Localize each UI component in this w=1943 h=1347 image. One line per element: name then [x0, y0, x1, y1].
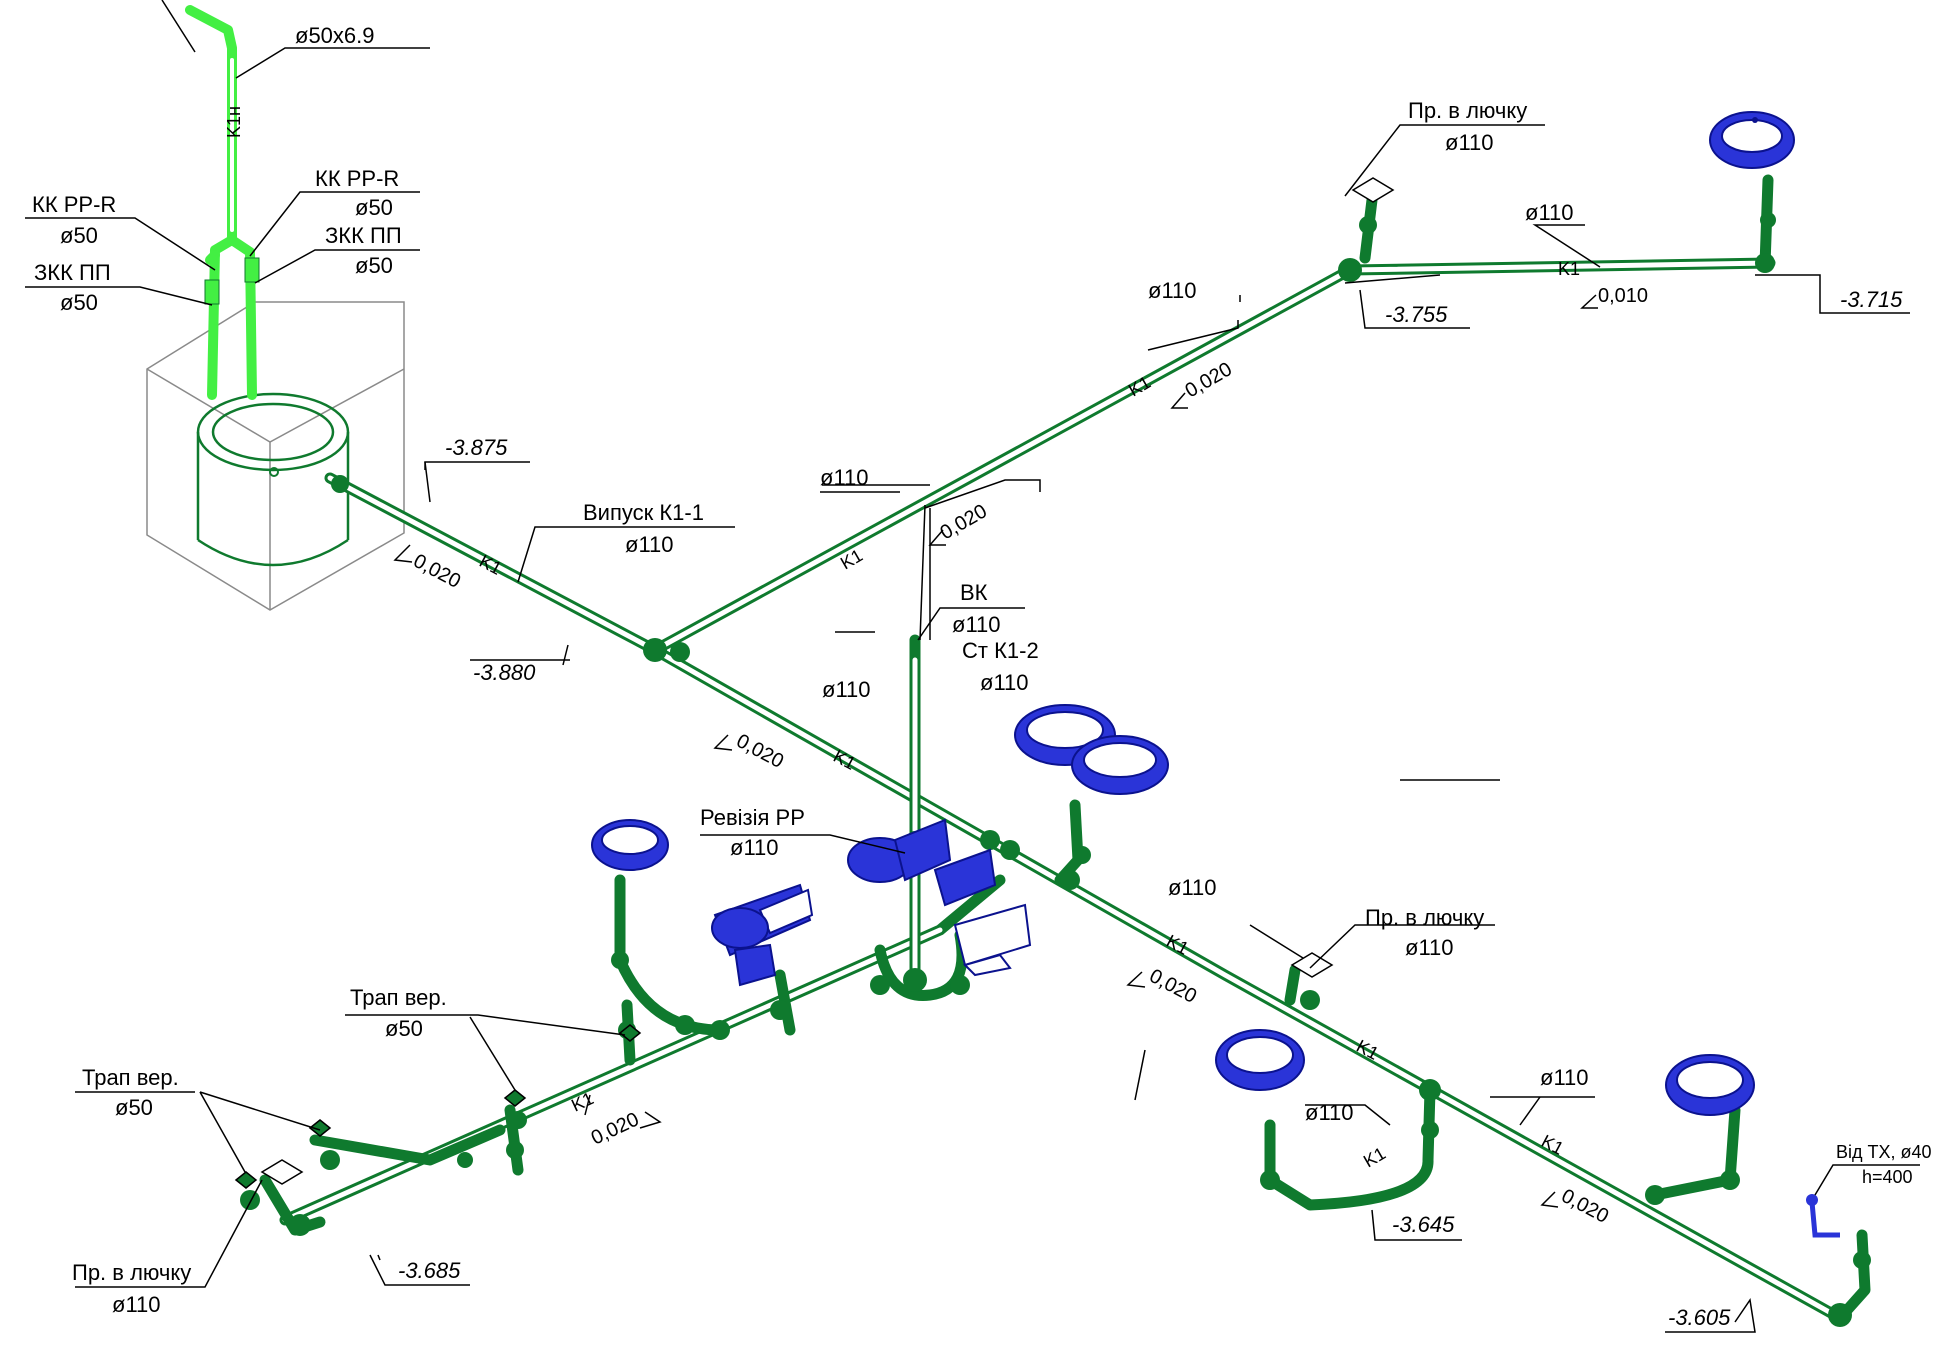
label-d110-right-top: ø110 [1525, 200, 1574, 225]
label-kk-ppr-right: КК PP-R [315, 166, 399, 191]
label-k1-d: K1 [1558, 259, 1580, 279]
label-d50-zkk-right: ø50 [355, 253, 393, 278]
slope-right-mid: 0,020 [1146, 965, 1201, 1008]
label-vypusk: Випуск К1-1 [583, 500, 704, 525]
label-d110-vk: ø110 [952, 612, 1001, 637]
label-pr-luchku-top: Пр. в лючку [1408, 98, 1527, 123]
label-h400: h=400 [1862, 1167, 1913, 1187]
label-zkk-pp-right: ЗКК ПП [325, 223, 402, 248]
elevation-3755: -3.755 [1385, 302, 1448, 327]
label-trap-ver-1: Трап вер. [82, 1065, 179, 1090]
toilets-center [847, 818, 1032, 977]
toilet-left [711, 883, 814, 987]
label-d110-pr-top: ø110 [1445, 130, 1494, 155]
label-d110-main-right: ø110 [1168, 875, 1217, 900]
lavatory-top-right [1709, 111, 1795, 169]
label-d110-st: ø110 [980, 670, 1029, 695]
label-d110-main-mid: ø110 [822, 677, 871, 702]
label-trap-ver-2: Трап вер. [350, 985, 447, 1010]
label-revizia: Ревізія PP [700, 805, 805, 830]
label-zkk-pp-left: ЗКК ПП [34, 260, 111, 285]
slope-left: 0,020 [410, 550, 465, 593]
label-d50-kk-right: ø50 [355, 195, 393, 220]
elevation-3880: -3.880 [473, 660, 536, 685]
slope-diag2: 0,020 [1182, 358, 1236, 402]
lavatory-lower-right-1 [1215, 1029, 1305, 1091]
elevation-3715: -3.715 [1840, 287, 1903, 312]
label-k1n: K1н [224, 106, 244, 138]
label-d50-kk-left: ø50 [60, 223, 98, 248]
label-top-pipe: ø50x6.9 [295, 23, 375, 48]
label-vid-tx: Від ТХ, ø40 [1836, 1142, 1932, 1162]
elevation-3685: -3.685 [398, 1258, 461, 1283]
label-d110-pr-bot: ø110 [112, 1292, 161, 1317]
label-d110-branch: ø110 [1305, 1100, 1354, 1125]
leader-lines [25, 0, 1920, 1333]
label-d110-lower-right: ø110 [1540, 1065, 1589, 1090]
label-d50-zkk-left: ø50 [60, 290, 98, 315]
label-kk-ppr-left: КК PP-R [32, 192, 116, 217]
label-d110-rev: ø110 [730, 835, 779, 860]
pipe-fittings [240, 212, 1871, 1327]
slope-lower: 0,020 [588, 1108, 643, 1149]
vent-pipes [185, 5, 260, 400]
lavatory-left [591, 819, 669, 871]
floor-drains [234, 1024, 642, 1189]
label-pr-luchku-mid: Пр. в лючку [1365, 905, 1484, 930]
label-d50-trap-1: ø50 [115, 1095, 153, 1120]
cleanout-hatches [260, 177, 1395, 1185]
label-pr-luchku-bot: Пр. в лючку [72, 1260, 191, 1285]
lavatories-mid [1014, 704, 1169, 795]
slope-marks [393, 294, 1598, 1208]
label-k1-i: K1 [1360, 1143, 1389, 1171]
inspection-well [146, 301, 405, 611]
label-st-k12: Ст К1-2 [962, 638, 1039, 663]
lavatory-lower-right-2 [1665, 1054, 1755, 1116]
elevation-3875: -3.875 [445, 435, 508, 460]
label-d50-trap-2: ø50 [385, 1016, 423, 1041]
label-d110-pr-mid: ø110 [1405, 935, 1454, 960]
slope-main-mid: 0,020 [733, 730, 788, 773]
siphon-tx [1806, 1194, 1840, 1238]
slope-0010: 0,010 [1598, 285, 1648, 307]
slope-diag1: 0,020 [937, 500, 991, 544]
plumbing-fixtures [591, 111, 1840, 1238]
label-d110-diag-top: ø110 [1148, 278, 1197, 303]
elevation-3605: -3.605 [1668, 1305, 1731, 1330]
label-d110-diag-mid: ø110 [820, 465, 869, 490]
label-d110-vypusk: ø110 [625, 532, 674, 557]
label-vk: ВК [960, 580, 988, 605]
elevation-3645: -3.645 [1392, 1212, 1455, 1237]
